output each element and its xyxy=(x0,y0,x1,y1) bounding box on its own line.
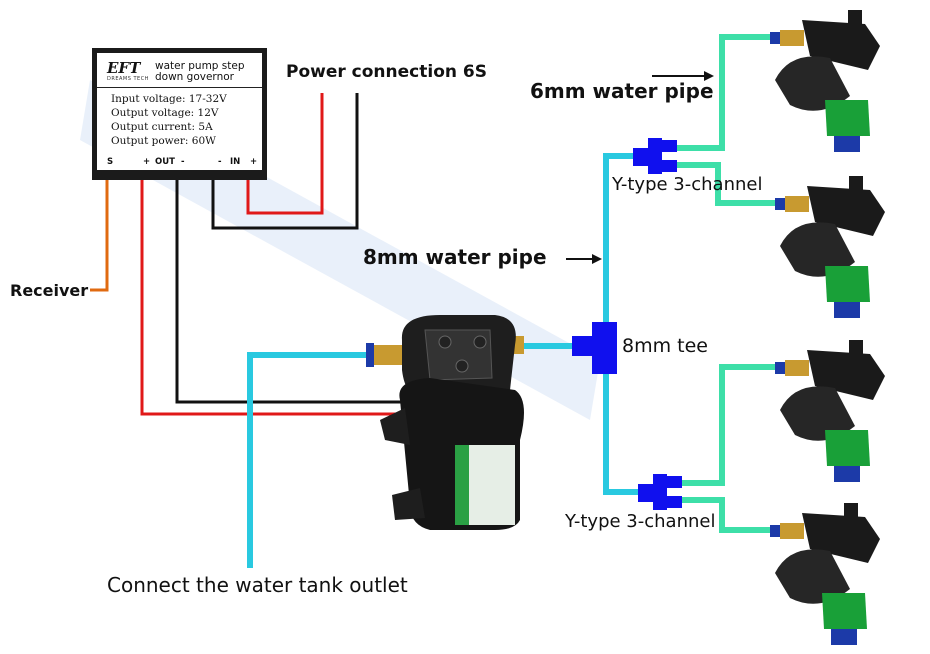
tank-outlet-label: Connect the water tank outlet xyxy=(107,573,408,597)
y-fitting-bottom xyxy=(638,474,682,510)
terminal-out-minus: - xyxy=(181,157,185,167)
pipe-8mm-label: 8mm water pipe xyxy=(363,245,547,269)
tank-inlet-pipe xyxy=(247,352,375,568)
wiring xyxy=(90,93,410,416)
pipes-6mm xyxy=(676,34,775,533)
nozzle-3 xyxy=(775,340,885,482)
governor-title-line2: down governor xyxy=(155,71,234,83)
terminal-out-plus: + xyxy=(143,157,151,167)
terminal-in: IN xyxy=(230,157,241,167)
pipe-to-nozzle-4 xyxy=(680,497,770,533)
power-connection-label: Power connection 6S xyxy=(286,62,487,82)
governor-title-line1: water pump step xyxy=(155,60,245,72)
receiver-label: Receiver xyxy=(10,281,89,300)
y-fitting-top xyxy=(633,138,677,174)
terminal-out: OUT xyxy=(155,157,175,167)
water-pump xyxy=(366,315,524,530)
y-channel-top-label: Y-type 3-channel xyxy=(612,174,763,195)
nozzle-2 xyxy=(775,176,885,318)
spec-output-power: Output power: 60W xyxy=(111,135,216,147)
eft-logo: EFT xyxy=(107,59,141,77)
spec-input-voltage: Input voltage: 17-32V xyxy=(111,93,227,105)
governor-label-panel: EFT DREAMS TECH water pump step down gov… xyxy=(97,53,262,170)
black-output-wire xyxy=(175,180,410,404)
red-output-wire xyxy=(140,180,410,416)
terminal-in-minus: - xyxy=(218,157,222,167)
pipe-6mm-label: 6mm water pipe xyxy=(530,79,714,103)
eft-logo-sub: DREAMS TECH xyxy=(107,76,149,82)
tee-fitting xyxy=(572,322,617,374)
pump-inlet-fitting xyxy=(372,345,402,365)
y-channel-bottom-label: Y-type 3-channel xyxy=(565,511,716,532)
black-power-wire xyxy=(211,93,359,230)
spec-output-voltage: Output voltage: 12V xyxy=(111,107,219,119)
terminal-s: S xyxy=(107,157,114,167)
spec-output-current: Output current: 5A xyxy=(111,121,213,133)
step-down-governor: EFT DREAMS TECH water pump step down gov… xyxy=(92,48,267,180)
nozzle-4 xyxy=(770,503,880,645)
receiver-wire xyxy=(90,180,109,292)
pipe-to-nozzle-1 xyxy=(676,34,770,151)
terminal-in-plus: + xyxy=(250,157,258,167)
nozzle-1 xyxy=(770,10,880,152)
pipe-to-nozzle-2 xyxy=(676,162,775,206)
pipe-to-nozzle-3 xyxy=(680,364,775,486)
tee-label: 8mm tee xyxy=(622,335,708,357)
governor-header: EFT DREAMS TECH water pump step down gov… xyxy=(97,53,262,88)
red-power-wire xyxy=(246,93,324,215)
arrows xyxy=(566,71,714,264)
